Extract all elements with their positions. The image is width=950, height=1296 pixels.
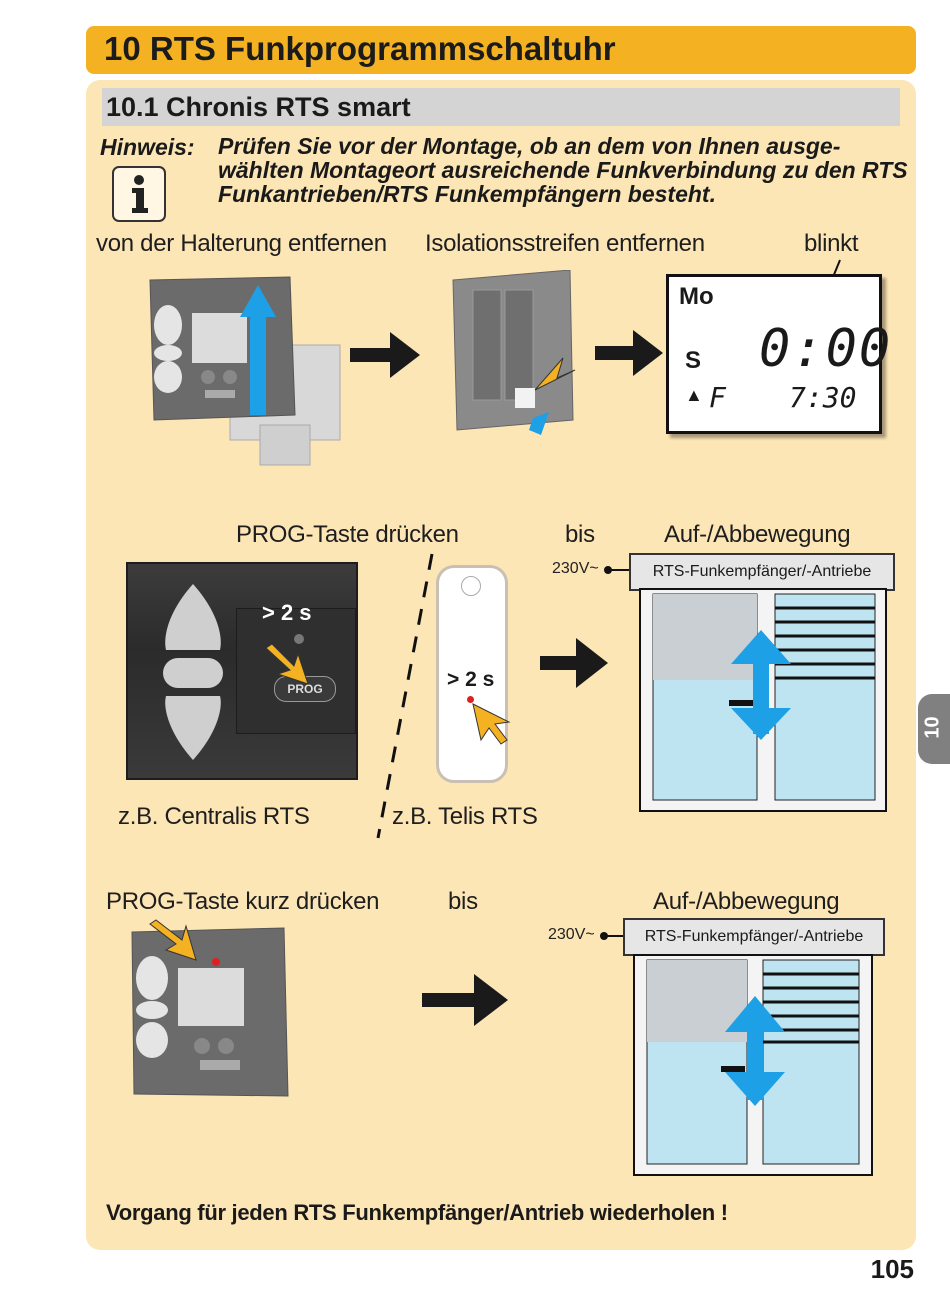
lcd-display: Mo S ▲ F 0:00 7:30 [666, 274, 890, 434]
label-remove-strip: Isolationsstreifen entfernen [425, 230, 705, 257]
led-indicator [294, 634, 304, 644]
label-blinks: blinkt [804, 230, 859, 257]
dashed-divider [376, 553, 434, 839]
label-prog-short-press: PROG-Taste kurz drücken [106, 888, 380, 915]
device-holder-illustration [149, 276, 341, 466]
telis-rts-remote: > 2 s [436, 565, 511, 783]
arrow-right-icon [422, 974, 508, 1026]
up-down-arrow-icon [731, 630, 791, 740]
centralis-buttons [163, 584, 223, 760]
note-label: Hinweis: [100, 134, 195, 160]
lcd-time-small: 7:30 [789, 381, 857, 414]
section-title-bar: 10.1 Chronis RTS smart [102, 88, 900, 126]
arrow-right-icon [350, 332, 420, 378]
voltage-label: 230V~ [548, 926, 595, 943]
centralis-rts-device: > 2 s PROG [126, 562, 358, 780]
label-until: bis [565, 521, 595, 548]
info-icon [112, 166, 166, 222]
page-number: 105 [870, 1254, 914, 1284]
lcd-s-indicator: S [685, 347, 702, 374]
note-text: Prüfen Sie vor der Montage, ob an dem vo… [218, 133, 908, 207]
battery-compartment-illustration [452, 270, 576, 435]
caption-centralis: z.B. Centralis RTS [118, 803, 310, 830]
caption-telis: z.B. Telis RTS [392, 803, 538, 830]
lcd-day: Mo [679, 283, 714, 310]
centralis-duration: > 2 s [262, 600, 312, 625]
chronis-device-illustration [131, 919, 289, 1097]
telis-duration: > 2 s [447, 668, 495, 691]
up-down-arrow-icon [725, 996, 785, 1106]
pointer-arrow-icon [265, 644, 309, 685]
chapter-side-tab[interactable]: 10 [918, 694, 950, 764]
pull-arrow-icon [529, 412, 549, 435]
arrow-right-icon [540, 638, 608, 688]
pointer-arrow-icon [472, 703, 511, 745]
side-tab-number: 10 [921, 716, 944, 739]
window-shutter-illustration [639, 588, 887, 812]
receiver-box: RTS-Funkempfänger/-Antriebe [629, 553, 895, 591]
chapter-title: 10 RTS Funkprogrammschaltuhr [104, 30, 616, 67]
label-prog-press: PROG-Taste drücken [236, 521, 459, 548]
repeat-instruction: Vorgang für jeden RTS Funkempfänger/Antr… [106, 1200, 728, 1225]
label-until: bis [448, 888, 478, 915]
pointer-arrow-icon [534, 357, 576, 391]
label-up-down-motion: Auf-/Abbewegung [664, 521, 851, 548]
label-up-down-motion: Auf-/Abbewegung [653, 888, 840, 915]
receiver-box: RTS-Funkempfänger/-Antriebe [623, 918, 885, 956]
telis-prog-button[interactable] [467, 696, 474, 703]
arrow-right-icon [595, 330, 663, 376]
window-shutter-illustration [633, 954, 873, 1176]
section-title: 10.1 Chronis RTS smart [106, 92, 411, 122]
voltage-label: 230V~ [552, 560, 599, 577]
lcd-triangle-icon: ▲ [685, 385, 703, 405]
arrow-up-icon [240, 285, 276, 415]
pointer-arrow-icon [149, 919, 197, 961]
label-remove-from-holder: von der Halterung entfernen [96, 230, 387, 257]
lcd-f-indicator: F [709, 381, 726, 414]
chapter-title-bar: 10 RTS Funkprogrammschaltuhr [86, 26, 916, 74]
prog-led [212, 958, 220, 966]
lcd-time-blinking: 0:00 [759, 319, 893, 379]
